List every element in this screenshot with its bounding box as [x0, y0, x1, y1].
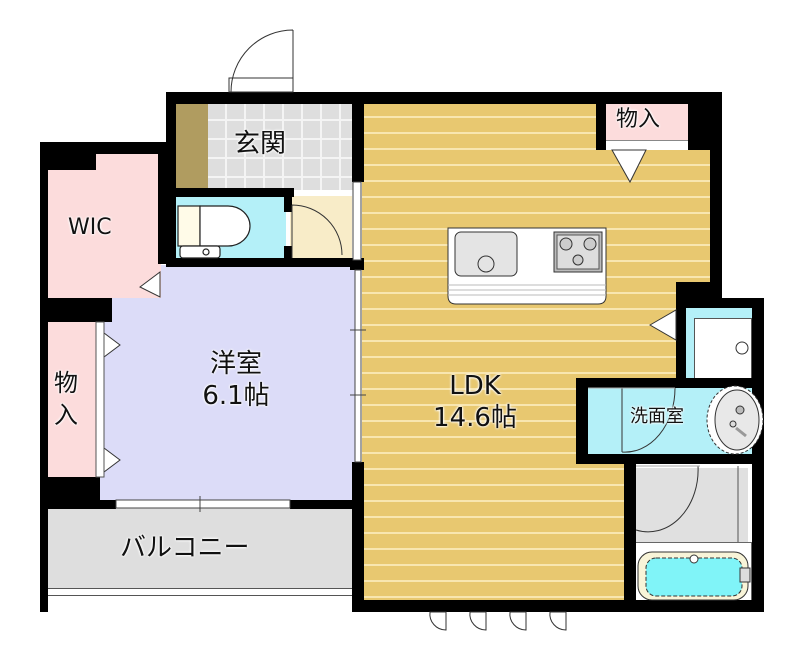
balcony-label: バルコニー	[120, 533, 250, 563]
genkan-label: 玄関	[234, 129, 287, 159]
ldk-label: LDK	[449, 371, 501, 401]
ldk-size: 14.6帖	[433, 403, 517, 433]
storage-top-floor	[604, 102, 690, 140]
storage-top-label: 物入	[616, 107, 661, 132]
storage-left-label-2: 入	[54, 401, 78, 429]
bath-floor	[636, 468, 748, 548]
wic-label: WIC	[68, 215, 112, 240]
yoshitsu-floor	[100, 265, 355, 500]
senmenshitsu-label: 洗面室	[630, 406, 684, 427]
genkan-floor	[208, 102, 354, 190]
storage-left-floor	[46, 322, 96, 477]
ldk-floor	[362, 102, 714, 612]
storage-top-doorsill	[604, 140, 690, 150]
yoshitsu-size: 6.1帖	[202, 381, 270, 411]
wic-floor	[46, 168, 161, 298]
balcony-railing	[46, 588, 352, 596]
shoe-box	[174, 102, 208, 188]
yoshitsu-label: 洋室	[209, 349, 262, 379]
storage-left-label-1: 物	[54, 369, 78, 397]
balcony-floor	[46, 508, 352, 588]
